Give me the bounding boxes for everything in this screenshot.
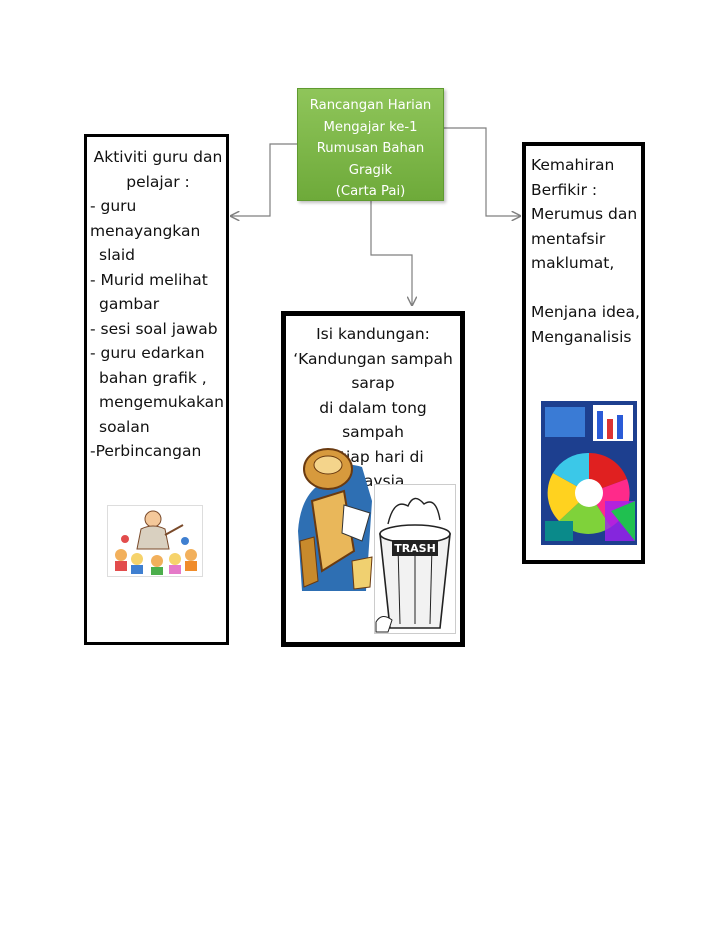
thinking-skills-box: Kemahiran Berfikir : Merumus dan mentafs… [522,142,645,564]
thinking-skills-line: Menjana idea, [531,303,640,321]
thinking-skills-line: Merumus dan [531,205,638,223]
main-topic-line: Mengajar ke-1 [323,119,418,135]
garbage-pile-image [298,448,373,591]
content-box: Isi kandungan: ‘Kandungan sampah sarap d… [281,311,465,647]
activity-line: - Murid melihat [90,270,208,289]
main-topic-line: (Carta Pai) [335,184,406,199]
main-topic-box: Rancangan Harian Mengajar ke-1 Rumusan B… [297,88,444,201]
activity-heading: Aktiviti guru dan [93,148,223,166]
thinking-skills-line: Menganalisis [531,327,632,346]
arrow-to-middle-box [370,201,412,305]
content-line: ‘Kandungan sampah sarap [293,349,453,393]
activity-box: Aktiviti guru dan pelajar : - guru menay… [84,134,229,645]
content-line: di dalam tong sampah [319,398,427,442]
main-topic-line: Rumusan Bahan Gragik [316,141,425,178]
activity-line: -Perbincangan [90,442,202,460]
pie-chart-collage-image [541,401,637,545]
activity-heading: pelajar : [126,172,190,191]
arrow-to-right-box [444,127,520,216]
trash-can-image: TRASH [374,484,456,634]
thinking-skills-spacer [531,276,641,301]
classroom-cartoon-image [107,505,203,577]
activity-line: - guru edarkan [90,344,205,362]
activity-line: - guru menayangkan [90,197,201,240]
arrow-to-left-box [231,143,297,216]
activity-line: bahan grafik , [99,368,207,387]
thinking-skills-line: Kemahiran [531,156,615,174]
content-heading: Isi kandungan: [316,325,430,343]
activity-line: slaid [99,246,136,264]
activity-line: gambar [99,295,160,313]
activity-line: - sesi soal jawab [90,319,218,338]
trash-can-label: TRASH [394,542,436,555]
activity-line: soalan [99,417,150,436]
thinking-skills-line: Berfikir : [531,180,598,199]
thinking-skills-line: maklumat, [531,254,615,272]
thinking-skills-line: mentafsir [531,229,606,248]
main-topic-line: Rancangan Harian [309,98,432,113]
activity-line: mengemukakan [99,393,224,411]
